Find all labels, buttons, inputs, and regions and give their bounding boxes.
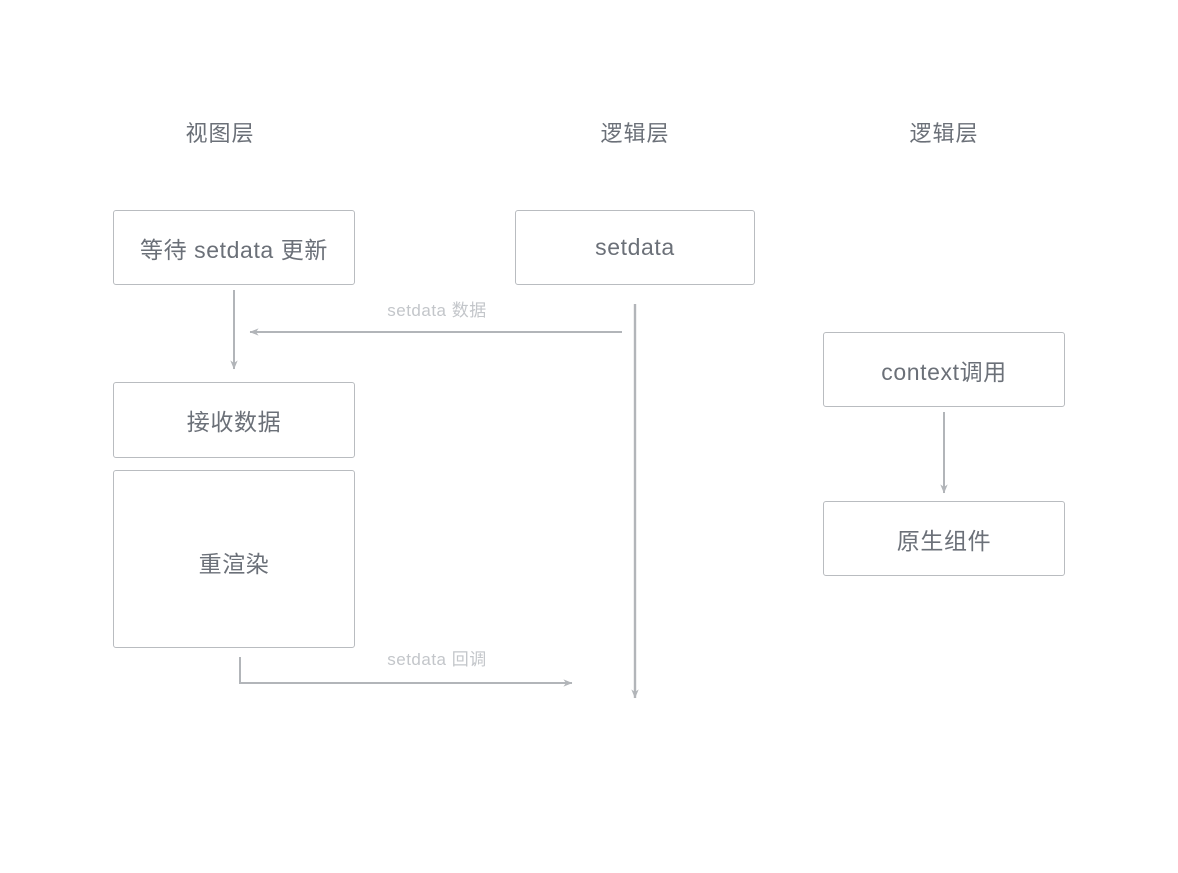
node-receive-data[interactable]: 接收数据 — [113, 382, 355, 458]
node-wait-setdata-update-label: 等待 setdata 更新 — [139, 236, 329, 263]
node-receive-data-label: 接收数据 — [186, 409, 282, 435]
node-setdata[interactable]: setdata — [515, 210, 755, 285]
node-context-call[interactable]: context调用 — [823, 332, 1065, 407]
column-header-logic-layer-right: 逻辑层 — [909, 121, 979, 146]
node-context-call-label: context调用 — [881, 358, 1007, 385]
node-native-component[interactable]: 原生组件 — [823, 501, 1065, 576]
node-wait-setdata-update[interactable]: 等待 setdata 更新 — [113, 210, 355, 285]
node-native-component-label: 原生组件 — [896, 527, 992, 554]
column-header-view-layer: 视图层 — [185, 121, 255, 146]
edge-label-setdata-callback: setdata 回调 — [387, 650, 487, 669]
node-rerender-label: 重渲染 — [198, 551, 270, 577]
node-rerender[interactable]: 重渲染 — [113, 470, 355, 648]
edge-label-setdata-data: setdata 数据 — [387, 301, 487, 320]
column-header-logic-layer-middle: 逻辑层 — [600, 121, 670, 146]
node-setdata-label: setdata — [595, 234, 675, 260]
